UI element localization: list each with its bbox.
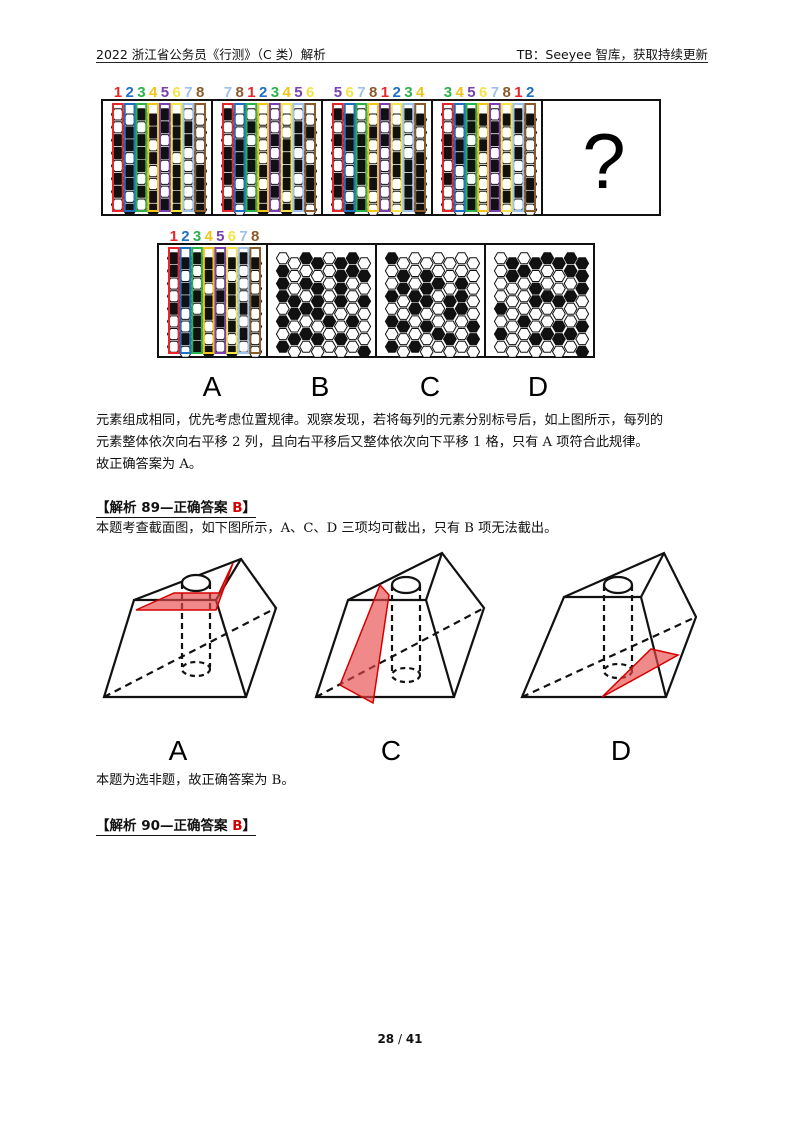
question-panel [541,99,661,216]
column-label: 1 [170,228,178,245]
column-label: 6 [172,84,180,101]
column-label: 8 [235,84,243,101]
column-label: 6 [306,84,314,101]
sequence-panel-2 [211,99,323,216]
section-89-heading-suffix: 】 [242,500,256,516]
option-label-a: A [203,371,222,400]
option-panel-4 [484,243,595,358]
column-label: 2 [526,84,534,101]
column-label: 5 [161,84,169,101]
option-panel-3 [375,243,486,358]
column-label: 4 [282,84,291,101]
page-header: 2022 浙江省公务员《行测》（C 类）解析 TB：Seeyee 智库，获取持续… [96,40,708,63]
column-label: 7 [239,228,247,245]
column-label: 8 [251,228,259,245]
column-label: 6 [479,84,487,101]
column-label: 2 [125,84,133,101]
page-total: 41 [405,1032,423,1046]
frustum-c [314,551,486,705]
section-90-answer: B [232,818,243,834]
question-mark: ? [582,117,625,205]
section-90-heading-suffix: 】 [242,818,256,834]
column-label: 7 [184,84,192,101]
column-label: 4 [416,84,425,101]
sequence-panels [101,99,661,216]
header-title: 2022 浙江省公务员《行测》（C 类）解析 [96,47,326,62]
column-label: 2 [392,84,400,101]
column-label: 7 [357,84,365,101]
column-label: 5 [216,228,224,245]
section-90-heading: 【解析 90—正确答案 B】 [96,814,256,836]
column-label: 4 [455,84,464,101]
column-label: 7 [224,84,232,101]
column-label: 1 [381,84,389,101]
column-label: 3 [444,84,452,101]
frustum-label-d: D [611,735,631,766]
frustum-d [520,551,698,699]
sequence-panel-1 [101,99,213,216]
option-panel-2 [266,243,377,358]
column-label: 6 [228,228,236,245]
frustum-label-c: C [381,735,401,766]
column-label: 3 [137,84,145,101]
section-shape-c [339,583,390,705]
section-shape-d [601,648,681,698]
section-90-heading-prefix: 【解析 90—正确答案 [96,818,233,834]
option-label-d: D [528,371,548,400]
column-label: 2 [259,84,267,101]
column-label: 8 [196,84,204,101]
frustum-label-a: A [169,735,188,766]
section-shape-a [135,562,234,611]
section-89-heading: 【解析 89—正确答案 B】 [96,496,256,518]
column-label: 4 [205,228,214,245]
section-89-heading-prefix: 【解析 89—正确答案 [96,500,233,516]
section-89-conclusion: 本题为选非题，故正确答案为 B。 [96,773,295,788]
column-label: 1 [514,84,522,101]
question-89-figure: A C D [102,551,698,766]
sequence-panel-4 [431,99,543,216]
column-label: 6 [345,84,353,101]
column-label: 2 [181,228,189,245]
column-label: 5 [334,84,342,101]
column-label: 3 [271,84,279,101]
option-panel-1 [157,243,268,358]
column-label: 1 [114,84,122,101]
frustum-a [102,557,278,699]
page-separator: / [394,1032,406,1046]
option-labels: A B C D [203,371,548,400]
column-label: 8 [502,84,510,101]
column-label: 4 [149,84,158,101]
column-label: 3 [193,228,201,245]
sequence-panel-3 [321,99,433,216]
column-label: 5 [294,84,302,101]
explanation-88-line-2: 元素整体依次向右平移 2 列，且向右平移后又整体依次向下平移 1 格，只有 A … [96,435,649,450]
explanation-88-line-1: 元素组成相同，优先考虑位置规律。观察发现，若将每列的元素分别标号后，如上图所示，… [96,413,664,428]
header-source: TB：Seeyee 智库，获取持续更新 [516,47,708,62]
option-panels [157,243,595,358]
column-label: 3 [404,84,412,101]
column-label: 7 [491,84,499,101]
column-label: 1 [247,84,255,101]
option-label-c: C [420,371,440,400]
page-current: 28 [377,1032,395,1046]
column-label: 5 [467,84,475,101]
page-number: 28 / 41 [0,1032,800,1046]
section-89-intro: 本题考查截面图，如下图所示，A、C、D 三项均可截出，只有 B 项无法截出。 [96,521,558,536]
option-label-b: B [311,371,330,400]
explanation-88-line-3: 故正确答案为 A。 [96,457,203,472]
column-label: 8 [369,84,377,101]
section-89-answer: B [232,500,243,516]
